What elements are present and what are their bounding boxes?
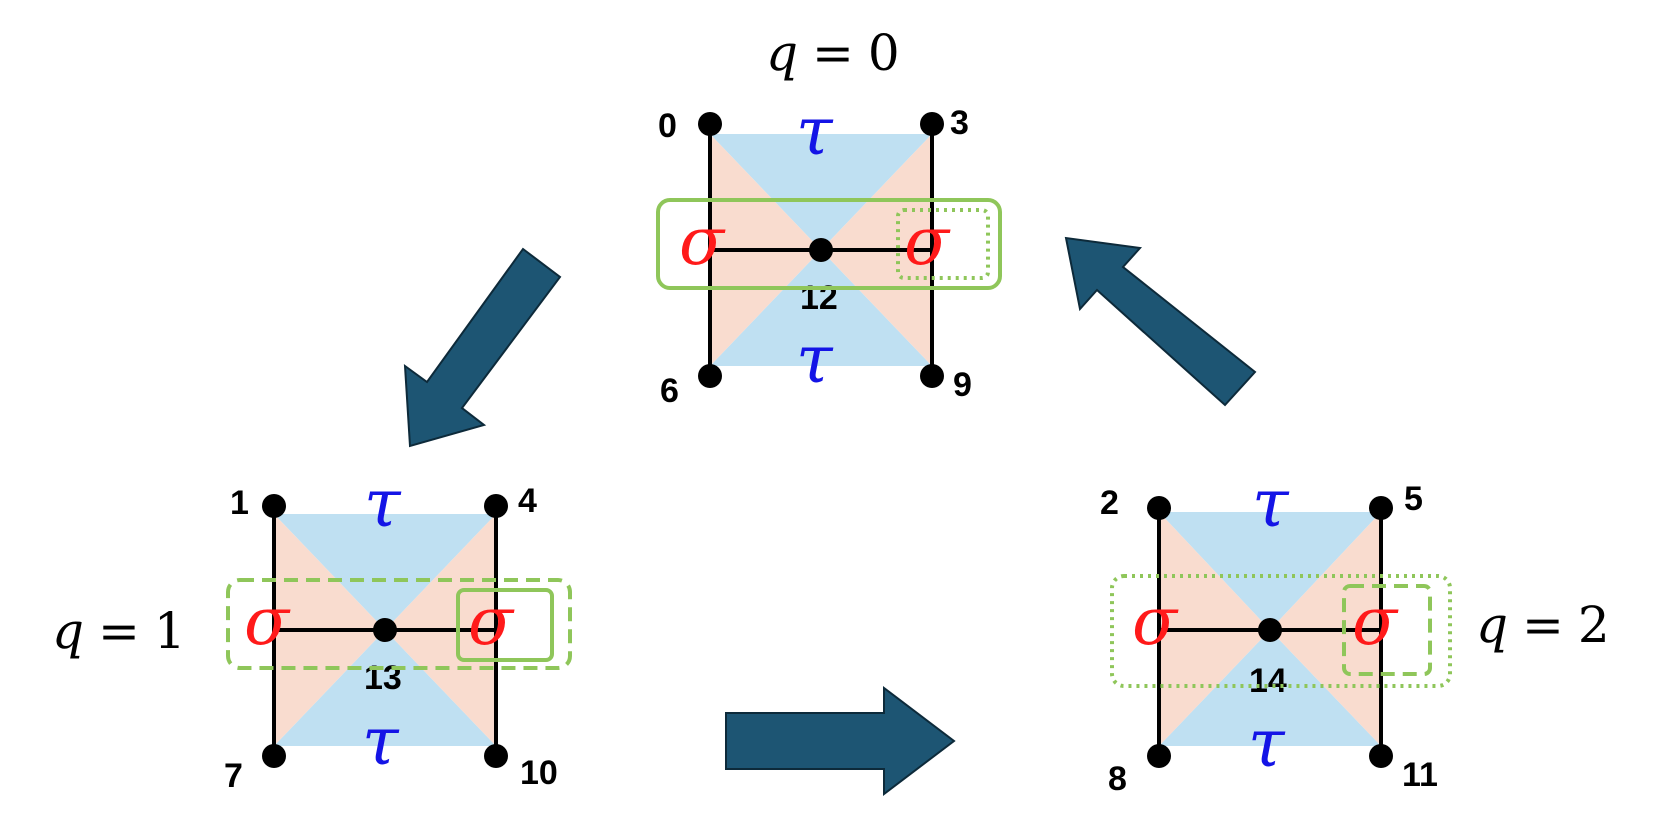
vertex-label: 4 [518, 482, 537, 520]
frame-solid [656, 198, 1002, 290]
vertex-dot [1147, 744, 1171, 768]
tau-symbol: τ [796, 321, 834, 398]
vertex-label: 2 [1100, 484, 1119, 522]
vertex-dot [698, 364, 722, 388]
vertex-label-center: 12 [800, 279, 838, 317]
tau-symbol: τ [796, 93, 834, 170]
q-label: q=0 [766, 24, 900, 82]
vertex-label: 8 [1108, 760, 1127, 798]
vertex-dot [484, 744, 508, 768]
vertex-dot [698, 112, 722, 136]
vertex-dot-center [373, 618, 397, 642]
frame-dashed [226, 578, 572, 670]
blue-triangle-top [1159, 512, 1381, 630]
vertex-dot [262, 494, 286, 518]
vertex-label: 5 [1404, 480, 1423, 518]
vertex-label: 0 [658, 107, 677, 145]
vertex-label: 7 [224, 757, 243, 795]
vertex-dot [1369, 744, 1393, 768]
vertex-label: 3 [950, 104, 969, 142]
arrow-q2-to-q0 [1064, 236, 1257, 407]
arrow-q0-to-q1 [403, 247, 562, 448]
tau-symbol: τ [364, 465, 402, 542]
vertex-dot-center [809, 238, 833, 262]
tau-symbol: τ [1252, 465, 1290, 542]
vertex-dot [262, 744, 286, 768]
panel-q1: 1 4 7 10 13 τ τ σ σ q=1 [52, 465, 572, 795]
vertex-dot [920, 112, 944, 136]
sigma-symbol: σ [1132, 583, 1179, 660]
panel-q2: 2 5 8 11 14 τ τ σ σ q=2 [1100, 465, 1610, 798]
vertex-label-center: 14 [1249, 662, 1287, 700]
vertex-dot [1369, 496, 1393, 520]
q-label: q=1 [52, 602, 186, 660]
sigma-symbol: σ [244, 583, 291, 660]
frame-solid [456, 588, 554, 662]
panel-q0: 0 3 6 9 12 τ τ σ σ q=0 [656, 24, 1002, 410]
sigma-symbol: σ [904, 203, 951, 280]
blue-triangle-top [274, 514, 496, 630]
tau-symbol: τ [362, 703, 400, 780]
vertex-label: 9 [953, 366, 972, 404]
vertex-label-center: 13 [364, 659, 402, 697]
vertex-dot [920, 364, 944, 388]
sigma-symbol: σ [468, 583, 515, 660]
blue-triangle-bottom [710, 250, 932, 366]
frame-dotted [1110, 574, 1452, 688]
frame-dashed [1342, 584, 1432, 676]
sigma-symbol: σ [679, 203, 726, 280]
q-label: q=2 [1476, 596, 1610, 654]
tau-symbol: τ [1248, 705, 1286, 782]
vertex-label: 6 [660, 372, 679, 410]
vertex-dot-center [1258, 618, 1282, 642]
vertex-dot [484, 494, 508, 518]
blue-triangle-bottom [274, 630, 496, 746]
sigma-symbol: σ [1352, 583, 1399, 660]
vertex-dot [1147, 496, 1171, 520]
blue-triangle-top [710, 134, 932, 250]
arrow-q1-to-q2 [725, 685, 956, 797]
vertex-label: 11 [1402, 756, 1438, 794]
vertex-label: 1 [230, 484, 249, 522]
vertex-label: 10 [520, 754, 558, 792]
blue-triangle-bottom [1159, 630, 1381, 746]
